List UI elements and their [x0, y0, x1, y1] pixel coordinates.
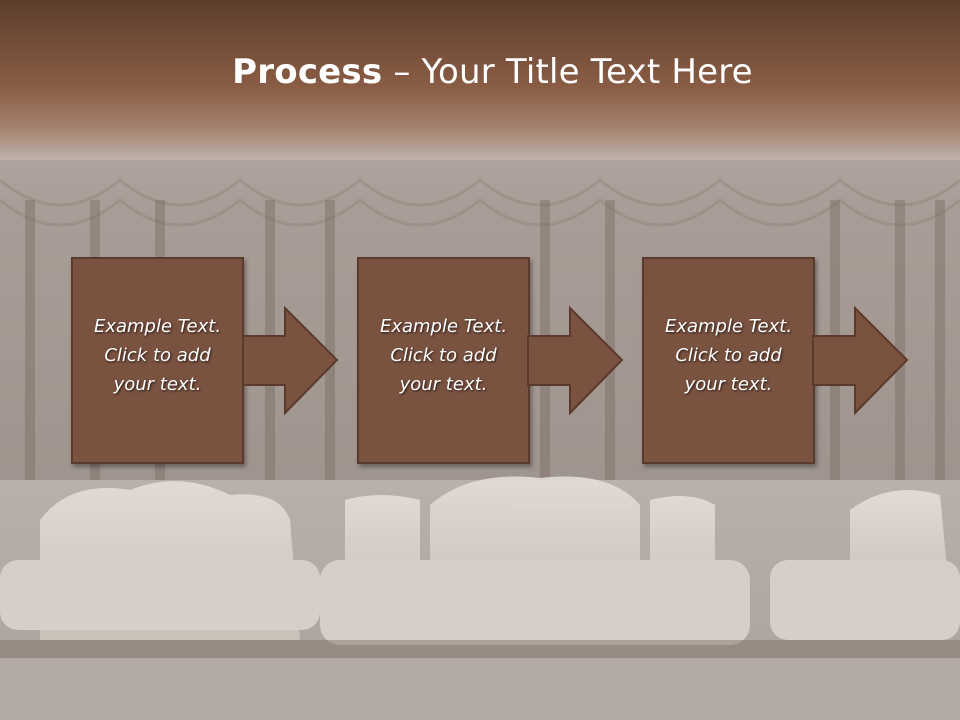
arrow-right-icon: [527, 305, 624, 416]
process-text-1: Example Text. Click to add your text.: [93, 316, 222, 395]
process-text-2: Example Text. Click to add your text.: [379, 316, 508, 395]
process-text-3: Example Text. Click to add your text.: [664, 316, 793, 395]
slide-title: Process – Your Title Text Here: [0, 52, 960, 92]
title-bold: Process: [232, 52, 383, 92]
process-box-1[interactable]: Example Text. Click to add your text.: [71, 257, 244, 464]
process-box-2[interactable]: Example Text. Click to add your text.: [357, 257, 530, 464]
process-box-3[interactable]: Example Text. Click to add your text.: [642, 257, 815, 464]
arrow-right-icon: [812, 305, 909, 416]
arrow-right-icon: [242, 305, 339, 416]
title-rest: Your Title Text Here: [421, 52, 753, 92]
title-separator: –: [382, 52, 422, 92]
